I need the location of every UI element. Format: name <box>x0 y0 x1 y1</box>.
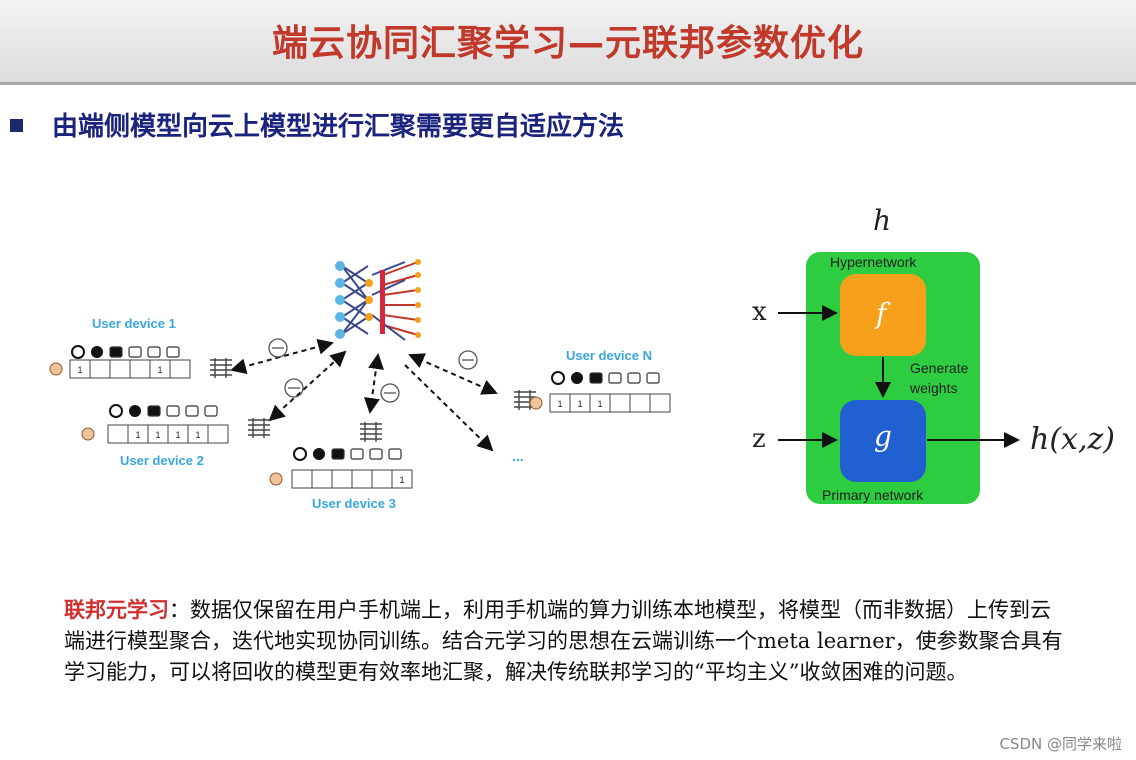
media-icon <box>388 448 402 460</box>
g-label: g <box>874 420 892 453</box>
data-cell <box>169 359 191 379</box>
data-cell-value: 1 <box>155 430 160 440</box>
play-icon <box>91 346 103 358</box>
user-avatar-icon <box>49 362 63 376</box>
data-cell-value: 1 <box>577 399 582 409</box>
title-bar: 端云协同汇聚学习—元联邦参数优化 <box>0 0 1136 85</box>
media-icon <box>350 448 364 460</box>
film-reel-icon <box>71 345 85 359</box>
f-label: f <box>876 297 887 330</box>
device-row-3: 1 <box>269 447 413 489</box>
play-icon <box>129 405 141 417</box>
slide-title: 端云协同汇聚学习—元联邦参数优化 <box>271 23 864 64</box>
data-cell <box>629 393 651 413</box>
data-cell-value: 1 <box>597 399 602 409</box>
data-cell <box>129 359 151 379</box>
primary-network-label: Primary network <box>822 487 924 503</box>
user-avatar-icon <box>529 396 543 410</box>
data-cell-value: 1 <box>135 430 140 440</box>
top-h-label: h <box>873 204 892 237</box>
media-icon <box>147 346 161 358</box>
data-cell <box>311 469 333 489</box>
local-model-icon <box>248 418 270 438</box>
data-cell <box>291 469 313 489</box>
media-icon <box>331 448 345 460</box>
communication-arrows <box>230 338 498 452</box>
data-cell-value: 1 <box>557 399 562 409</box>
device-row-2: 1 1 1 1 <box>81 404 229 444</box>
media-icon <box>147 405 161 417</box>
weights-label: weights <box>910 380 958 396</box>
data-cell <box>109 359 131 379</box>
output-label: h(x,z) <box>1030 422 1115 457</box>
app-icons <box>551 371 660 385</box>
media-icon <box>204 405 218 417</box>
x-input-label: x <box>752 297 767 327</box>
device-label-3: User device 3 <box>312 496 396 511</box>
app-icons <box>109 404 218 418</box>
media-icon <box>627 372 641 384</box>
user-avatar-icon <box>269 472 283 486</box>
data-cell-value: 1 <box>77 365 82 375</box>
data-cell <box>107 424 129 444</box>
g-network-box <box>840 400 926 482</box>
media-icon <box>185 405 199 417</box>
media-icon <box>166 346 180 358</box>
film-reel-icon <box>551 371 565 385</box>
play-icon <box>313 448 325 460</box>
app-icons <box>71 345 180 359</box>
generate-label: Generate <box>910 360 969 376</box>
ellipsis-label: ... <box>512 448 524 464</box>
data-cell <box>609 393 631 413</box>
watermark: CSDN @同学来啦 <box>999 735 1122 753</box>
model-update-icon <box>268 338 478 403</box>
description-paragraph: 联邦元学习：数据仅保留在用户手机端上，利用手机端的算力训练本地模型，将模型（而非… <box>64 594 1064 688</box>
bullet-text: 由端侧模型向云上模型进行汇聚需要更自适应方法 <box>52 112 625 142</box>
local-model-icon <box>360 422 382 442</box>
data-cell <box>89 359 111 379</box>
f-network-box <box>840 274 926 356</box>
bullet-square-icon <box>10 119 23 132</box>
local-model-icon <box>210 358 232 378</box>
media-icon <box>166 405 180 417</box>
media-icon <box>608 372 622 384</box>
media-icon <box>109 346 123 358</box>
data-cell <box>649 393 671 413</box>
device-label-2: User device 2 <box>120 453 204 468</box>
data-cell <box>391 469 413 489</box>
media-icon <box>369 448 383 460</box>
media-icon <box>646 372 660 384</box>
data-cell <box>207 424 229 444</box>
media-icon <box>128 346 142 358</box>
local-model-icon <box>514 390 536 410</box>
data-cell <box>351 469 373 489</box>
device-label-n: User device N <box>566 348 652 363</box>
data-cell <box>331 469 353 489</box>
data-cell-value: 1 <box>157 365 162 375</box>
media-icon <box>589 372 603 384</box>
data-cell <box>371 469 393 489</box>
data-cell-value: 1 <box>195 430 200 440</box>
film-reel-icon <box>293 447 307 461</box>
central-network-icon <box>335 259 421 341</box>
hypernetwork-label: Hypernetwork <box>830 254 917 270</box>
user-avatar-icon <box>81 427 95 441</box>
app-icons <box>293 447 402 461</box>
film-reel-icon <box>109 404 123 418</box>
z-input-label: z <box>752 424 766 454</box>
data-cell-value: 1 <box>399 475 404 485</box>
play-icon <box>571 372 583 384</box>
data-cell-value: 1 <box>175 430 180 440</box>
paragraph-text: ：数据仅保留在用户手机端上，利用手机端的算力训练本地模型，将模型（而非数据）上传… <box>64 598 1063 684</box>
device-label-1: User device 1 <box>92 316 176 331</box>
term-federated-meta-learning: 联邦元学习 <box>64 597 169 622</box>
device-row-4: 1 1 1 <box>529 371 671 413</box>
